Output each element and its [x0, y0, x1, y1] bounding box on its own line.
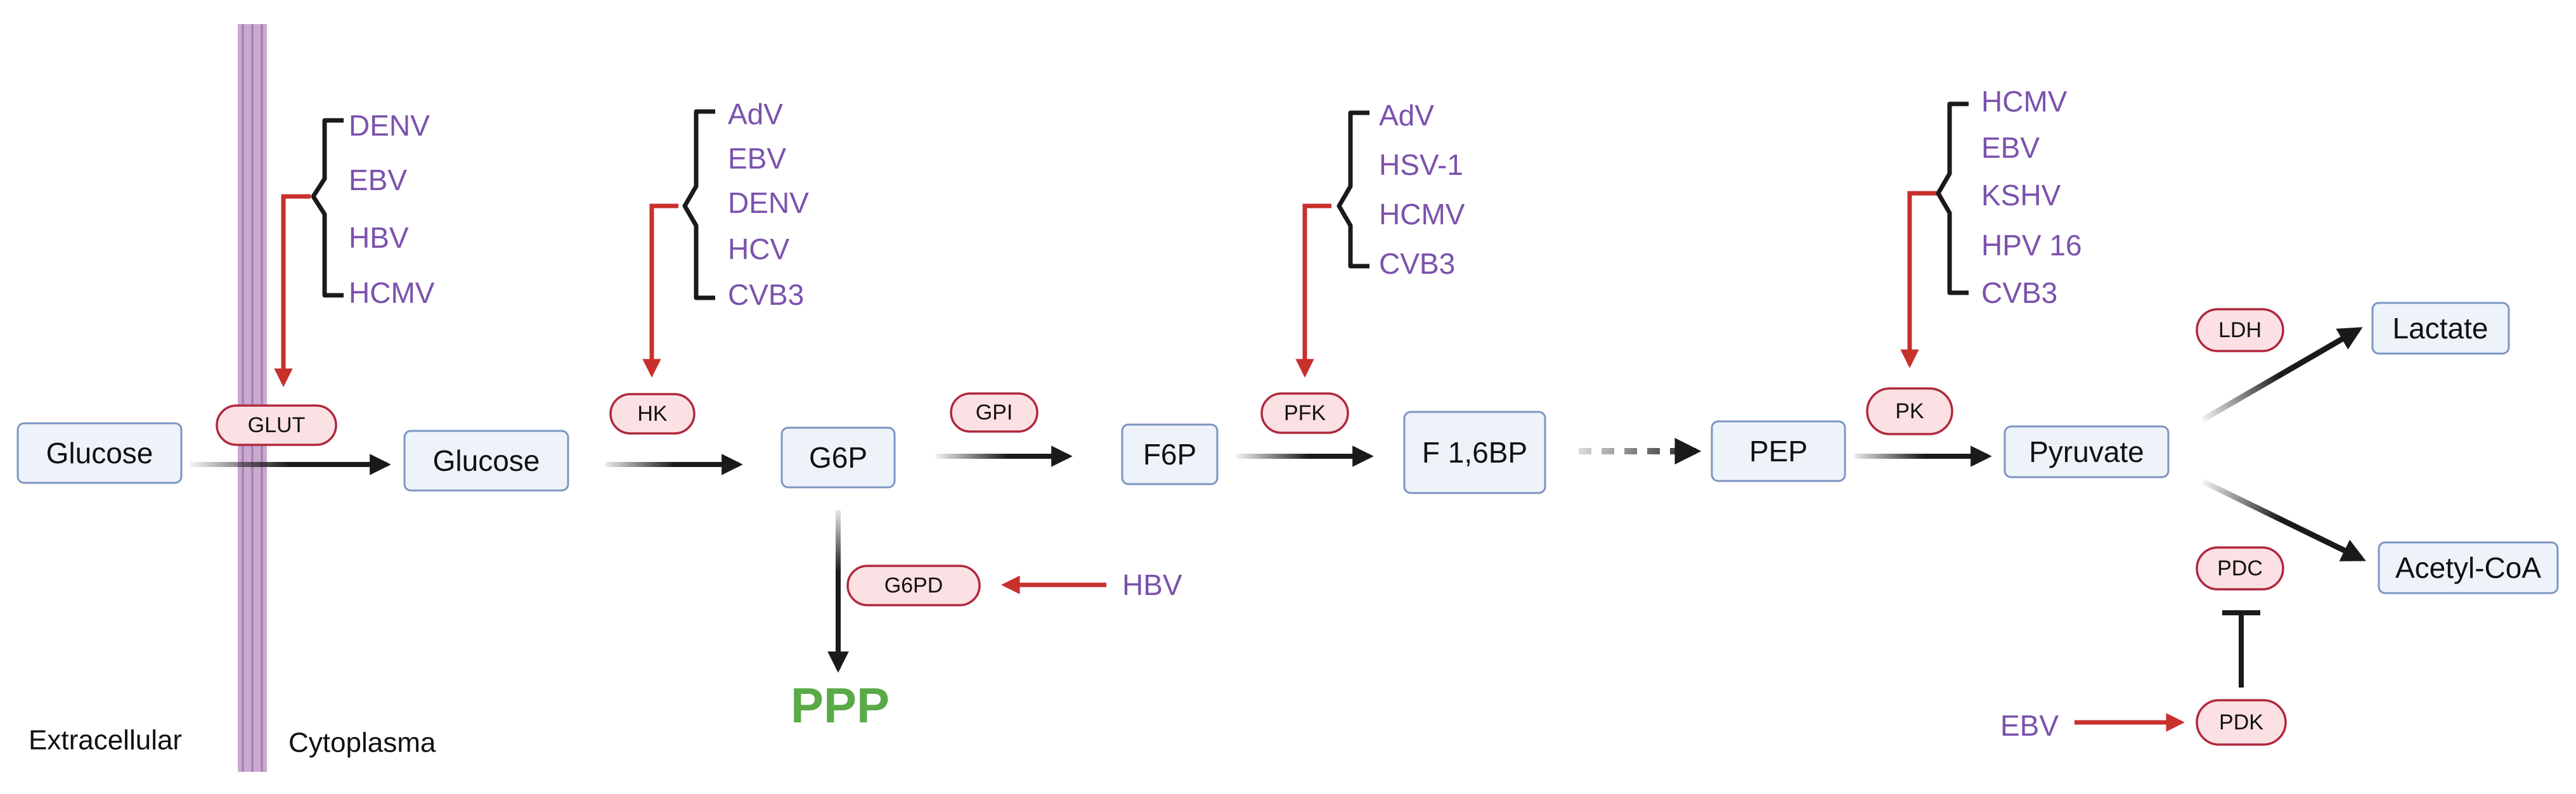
virus-activation-arrows	[274, 191, 2185, 732]
viruses-pk: HCMV EBV KSHV HPV 16 CVB3	[1981, 85, 2082, 309]
metabolite-glucose-cytoplasm: Glucose	[403, 430, 569, 492]
brace-pk	[1936, 101, 1969, 295]
virus-label: CVB3	[1379, 247, 1455, 280]
viruses-hk: AdV EBV DENV HCV CVB3	[728, 98, 809, 311]
virus-label: CVB3	[1981, 276, 2057, 309]
virus-label: EBV	[728, 142, 786, 175]
virus-label-pdk: EBV	[2000, 709, 2059, 742]
virus-braces	[311, 101, 1969, 300]
svg-text:F 1,6BP: F 1,6BP	[1422, 436, 1527, 469]
svg-text:GLUT: GLUT	[248, 413, 306, 437]
cell-membrane	[238, 24, 267, 772]
svg-text:PDC: PDC	[2217, 556, 2263, 580]
virus-label: DENV	[349, 109, 430, 142]
arrow-to-acetyl-coa	[2202, 478, 2366, 562]
virus-label: HCMV	[349, 276, 435, 309]
svg-text:LDH: LDH	[2218, 318, 2262, 342]
virus-label: HCV	[728, 233, 789, 266]
red-arrow-pfk	[1295, 203, 1331, 378]
svg-text:PK: PK	[1895, 399, 1924, 423]
svg-text:Glucose: Glucose	[433, 444, 540, 477]
svg-text:PFK: PFK	[1284, 401, 1326, 425]
metabolite-f16bp: F 1,6BP	[1403, 411, 1546, 494]
virus-label: HPV 16	[1981, 229, 2082, 262]
svg-text:G6PD: G6PD	[884, 573, 943, 598]
enzyme-ldh: LDH	[2196, 308, 2284, 352]
svg-text:PEP: PEP	[1749, 435, 1808, 468]
svg-text:Acetyl-CoA: Acetyl-CoA	[2395, 551, 2541, 584]
metabolite-pyruvate: Pyruvate	[2003, 425, 2170, 478]
virus-label: HCMV	[1379, 198, 1465, 231]
metabolite-lactate: Lactate	[2371, 302, 2510, 355]
enzyme-glut: GLUT	[216, 404, 337, 446]
enzyme-hk: HK	[609, 393, 696, 435]
svg-text:HK: HK	[637, 402, 668, 426]
virus-label: KSHV	[1981, 179, 2061, 212]
virus-label: HCMV	[1981, 85, 2068, 118]
svg-text:Lactate: Lactate	[2393, 312, 2489, 345]
enzyme-pk: PK	[1866, 387, 1953, 435]
red-arrow-pk	[1900, 191, 1937, 368]
red-arrow-hk	[642, 203, 678, 378]
virus-label: HBV	[349, 221, 409, 254]
virus-label: AdV	[1379, 99, 1434, 132]
brace-pfk	[1337, 110, 1369, 269]
ppp-label: PPP	[791, 677, 890, 733]
svg-text:Glucose: Glucose	[46, 437, 153, 470]
virus-label: DENV	[728, 186, 809, 219]
brace-hk	[682, 109, 715, 300]
label-cytoplasma: Cytoplasma	[288, 727, 436, 759]
metabolite-f6p: F6P	[1121, 423, 1219, 485]
label-extracellular: Extracellular	[29, 725, 182, 756]
svg-text:F6P: F6P	[1143, 438, 1196, 471]
viruses-glut: DENV EBV HBV HCMV	[349, 109, 435, 309]
metabolite-g6p: G6P	[780, 426, 896, 489]
virus-label-g6pd: HBV	[1122, 568, 1182, 601]
brace-glut	[311, 118, 344, 298]
enzyme-pdc: PDC	[2196, 546, 2284, 591]
enzyme-pfk: PFK	[1260, 392, 1349, 434]
virus-label: HSV-1	[1379, 148, 1463, 181]
red-arrow-glut	[274, 194, 311, 387]
enzyme-g6pd: G6PD	[846, 565, 981, 606]
svg-text:PDK: PDK	[2219, 710, 2263, 734]
metabolite-pep: PEP	[1711, 420, 1846, 482]
virus-label: EBV	[349, 163, 407, 196]
virus-label: AdV	[728, 98, 783, 131]
arrow-to-lactate	[2201, 327, 2363, 422]
metabolite-glucose-extracellular: Glucose	[16, 422, 183, 484]
virus-label: CVB3	[728, 278, 804, 311]
pathway-arrows	[190, 327, 2366, 688]
pdk-inhibits-pdc	[2222, 610, 2260, 688]
enzyme-pdk: PDK	[2196, 699, 2287, 746]
svg-text:GPI: GPI	[976, 400, 1013, 425]
virus-label: EBV	[1981, 131, 2040, 164]
svg-text:Pyruvate: Pyruvate	[2029, 435, 2144, 468]
enzyme-gpi: GPI	[950, 392, 1039, 433]
viruses-pfk: AdV HSV-1 HCMV CVB3	[1379, 99, 1465, 280]
svg-text:G6P: G6P	[809, 441, 867, 474]
metabolite-acetyl-coa: Acetyl-CoA	[2378, 541, 2559, 594]
